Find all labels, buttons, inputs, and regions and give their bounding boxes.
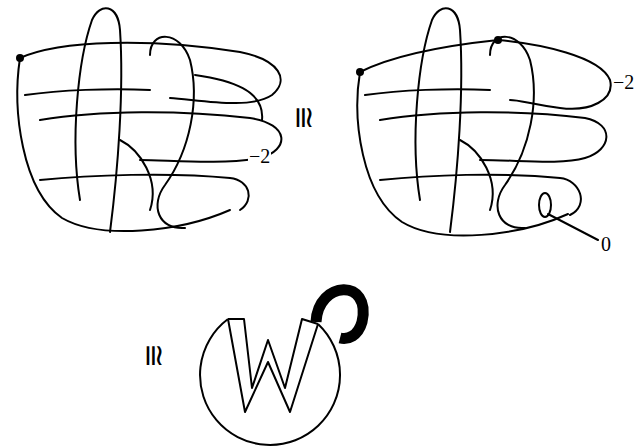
diffeomorphism-symbol: ≅	[289, 104, 319, 131]
simplified-diagram	[200, 290, 363, 445]
knot-drawing-left	[17, 8, 281, 232]
knot-drawing-right	[357, 8, 610, 240]
framing-number: −2	[248, 146, 271, 166]
framing-number: −2	[612, 72, 635, 92]
framing-number: 0	[600, 234, 612, 254]
dotted-circle	[494, 36, 502, 44]
dotted-circle	[16, 54, 24, 62]
diffeomorphism-symbol: ≅	[139, 342, 169, 369]
dotted-circle	[356, 68, 364, 76]
